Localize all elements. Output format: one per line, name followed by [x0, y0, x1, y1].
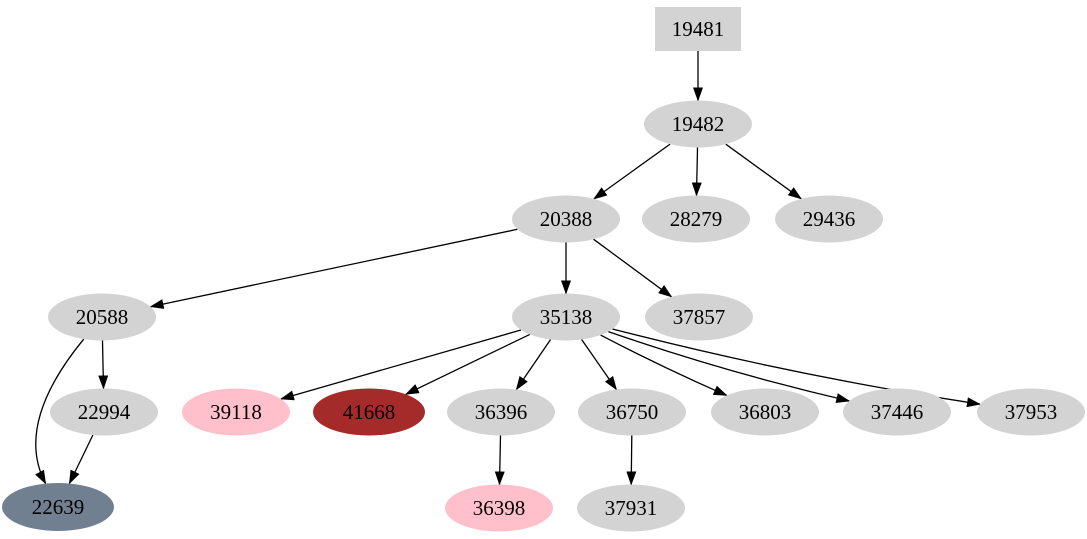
- node-ellipse-39118: [182, 388, 290, 436]
- node-ellipse-28279: [642, 195, 750, 243]
- node-label-28279: 28279: [670, 207, 723, 231]
- node-ellipse-37953: [977, 388, 1085, 436]
- node-37857: 37857: [645, 293, 753, 341]
- edge-35138-41668: [404, 333, 531, 395]
- edge-35138-39118: [280, 329, 522, 401]
- node-label-20588: 20588: [76, 305, 129, 329]
- node-label-37953: 37953: [1005, 400, 1058, 424]
- node-ellipse-22639: [2, 483, 114, 531]
- edges-layer: [35, 51, 981, 486]
- node-label-37857: 37857: [673, 305, 726, 329]
- node-20588: 20588: [48, 293, 156, 341]
- edge-36750-37931: [626, 435, 637, 486]
- edge-35138-36396: [515, 339, 552, 391]
- node-37953: 37953: [977, 388, 1085, 436]
- edge-20588-22994: [98, 340, 109, 390]
- node-label-19482: 19482: [672, 112, 725, 136]
- node-ellipse-20388: [512, 195, 620, 243]
- node-39118: 39118: [182, 388, 290, 436]
- node-ellipse-37857: [645, 293, 753, 341]
- node-label-22639: 22639: [32, 495, 85, 519]
- node-29436: 29436: [775, 195, 883, 243]
- node-label-29436: 29436: [803, 207, 856, 231]
- node-ellipse-20588: [48, 293, 156, 341]
- node-label-37931: 37931: [605, 496, 658, 520]
- node-label-39118: 39118: [210, 400, 262, 424]
- node-label-36398: 36398: [473, 496, 526, 520]
- edge-20588-22639: [35, 338, 85, 485]
- node-ellipse-37931: [577, 484, 685, 532]
- node-20388: 20388: [512, 195, 620, 243]
- node-19481: 19481: [655, 7, 741, 51]
- node-ellipse-37446: [843, 388, 951, 436]
- node-37446: 37446: [843, 388, 951, 436]
- node-ellipse-22994: [50, 388, 158, 436]
- node-label-41668: 41668: [343, 400, 396, 424]
- node-label-36396: 36396: [475, 400, 528, 424]
- edge-22994-22639: [68, 434, 94, 485]
- node-36396: 36396: [447, 388, 555, 436]
- node-41668: 41668: [313, 388, 425, 436]
- node-label-19481: 19481: [672, 17, 725, 41]
- node-36750: 36750: [578, 388, 686, 436]
- node-box-19481: [655, 7, 741, 51]
- node-36803: 36803: [711, 388, 819, 436]
- node-ellipse-36803: [711, 388, 819, 436]
- node-36398: 36398: [445, 484, 553, 532]
- node-label-36803: 36803: [739, 400, 792, 424]
- edge-36396-36398: [494, 435, 505, 486]
- node-label-35138: 35138: [540, 305, 593, 329]
- edge-20388-37857: [593, 238, 673, 298]
- node-ellipse-36750: [578, 388, 686, 436]
- node-label-20388: 20388: [540, 207, 593, 231]
- edge-35138-37446: [608, 330, 851, 403]
- node-19482: 19482: [644, 100, 752, 148]
- node-ellipse-36396: [447, 388, 555, 436]
- edge-35138-36803: [600, 334, 728, 396]
- edge-19482-29436: [725, 143, 803, 200]
- node-28279: 28279: [642, 195, 750, 243]
- edge-19482-20388: [593, 143, 671, 200]
- node-22994: 22994: [50, 388, 158, 436]
- edge-35138-36750: [581, 339, 617, 391]
- node-ellipse-41668: [313, 388, 425, 436]
- node-label-36750: 36750: [606, 400, 659, 424]
- node-label-37446: 37446: [871, 400, 924, 424]
- node-ellipse-29436: [775, 195, 883, 243]
- node-35138: 35138: [512, 293, 620, 341]
- nodes-layer: 19481 19482 20388 28279 29436 20588 35138 37857…: [2, 7, 1085, 532]
- edge-19482-28279: [691, 147, 702, 197]
- edge-20388-20588: [149, 228, 518, 309]
- node-ellipse-36398: [445, 484, 553, 532]
- node-label-22994: 22994: [78, 400, 131, 424]
- node-ellipse-35138: [512, 293, 620, 341]
- node-22639: 22639: [2, 483, 114, 531]
- node-ellipse-19482: [644, 100, 752, 148]
- node-37931: 37931: [577, 484, 685, 532]
